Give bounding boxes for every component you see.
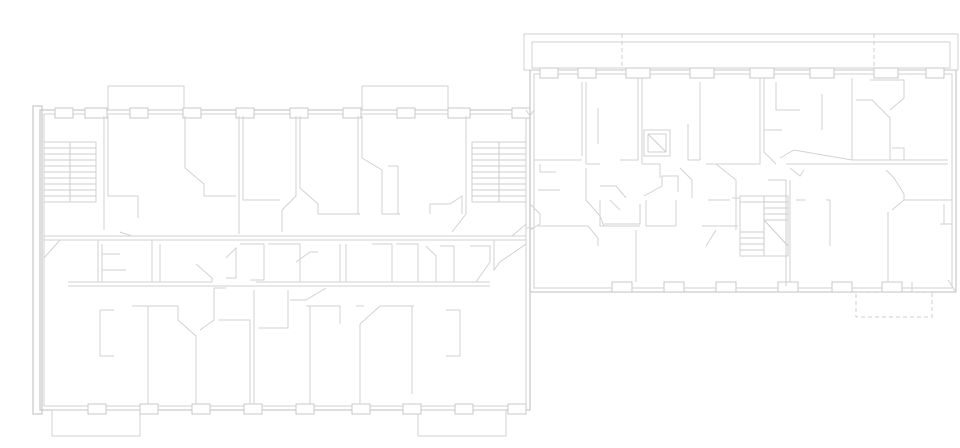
bay-window-top-left xyxy=(107,85,185,111)
left-wing-outer-wall xyxy=(39,109,531,411)
right-wing-shaft xyxy=(643,129,671,157)
balcony-outline xyxy=(855,291,933,318)
bay-window-top-right xyxy=(361,85,449,111)
left-wing-partitions-upper xyxy=(103,116,467,237)
right-wing-partitions xyxy=(534,78,952,292)
wing-connection xyxy=(526,203,541,231)
corner-slant-left xyxy=(525,109,535,117)
right-wing-inner-wall xyxy=(533,73,953,289)
left-end-wall xyxy=(32,105,43,415)
staircase-right-wing xyxy=(739,195,789,257)
window-piers-bottom xyxy=(87,403,527,415)
staircase-right xyxy=(471,141,527,203)
right-wing-window-piers-bottom xyxy=(611,281,903,293)
window-piers-top xyxy=(54,107,531,119)
right-wing-outer-wall xyxy=(529,69,957,293)
right-wing-window-piers-top xyxy=(539,67,945,79)
left-wing xyxy=(32,85,531,437)
right-wing-roof-inner xyxy=(531,41,951,69)
corner-slant-right xyxy=(947,279,957,293)
left-wing-corridor-rooms xyxy=(43,223,527,283)
right-wing-roof-outline xyxy=(523,33,959,71)
left-wing-inner-wall xyxy=(43,113,527,407)
right-wing xyxy=(523,33,959,318)
staircase-left xyxy=(43,141,97,203)
left-wing-partitions-lower xyxy=(99,287,461,404)
